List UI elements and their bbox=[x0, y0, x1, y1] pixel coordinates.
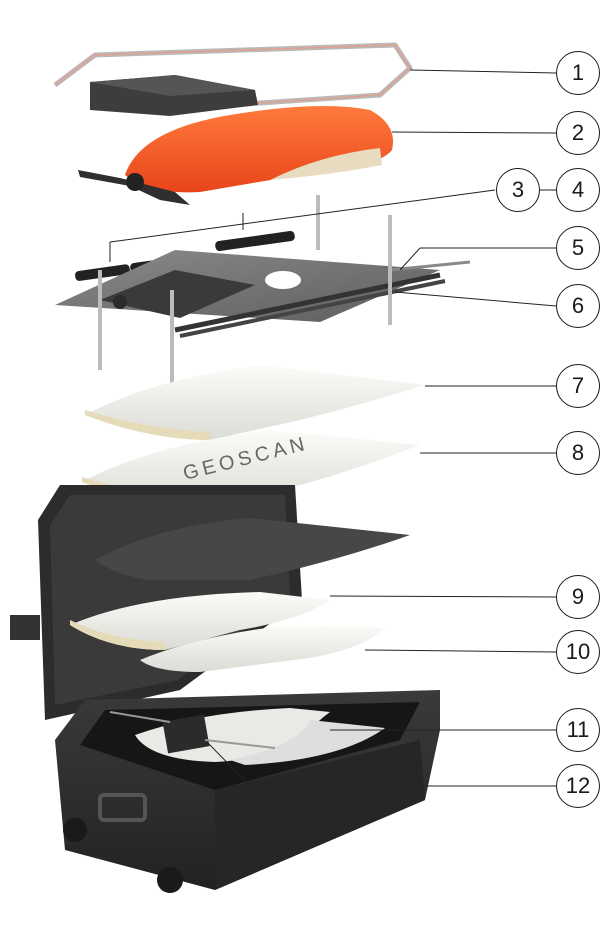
callout-2: 2 bbox=[556, 111, 600, 155]
callout-7: 7 bbox=[556, 364, 600, 408]
callout-10: 10 bbox=[556, 630, 600, 674]
callout-5: 5 bbox=[556, 226, 600, 270]
part-7-wing bbox=[85, 365, 425, 440]
callout-3: 3 bbox=[496, 168, 540, 212]
part-10-wing bbox=[140, 625, 385, 672]
leader-lines bbox=[109, 69, 557, 787]
callout-11: 11 bbox=[556, 708, 600, 752]
part-5-6-mounting-plate bbox=[55, 195, 471, 395]
callout-4: 4 bbox=[556, 168, 600, 212]
callout-12: 12 bbox=[556, 764, 600, 808]
callout-6: 6 bbox=[556, 284, 600, 328]
part-1-carrying-frame bbox=[53, 42, 413, 116]
part-12-control-unit bbox=[109, 711, 276, 754]
callout-8: 8 bbox=[556, 431, 600, 475]
part-2-fuselage bbox=[78, 106, 394, 205]
part-9-wing bbox=[70, 592, 330, 650]
callout-1: 1 bbox=[556, 51, 600, 95]
callout-9: 9 bbox=[556, 575, 600, 619]
part-9-foam-sheet bbox=[95, 518, 410, 580]
